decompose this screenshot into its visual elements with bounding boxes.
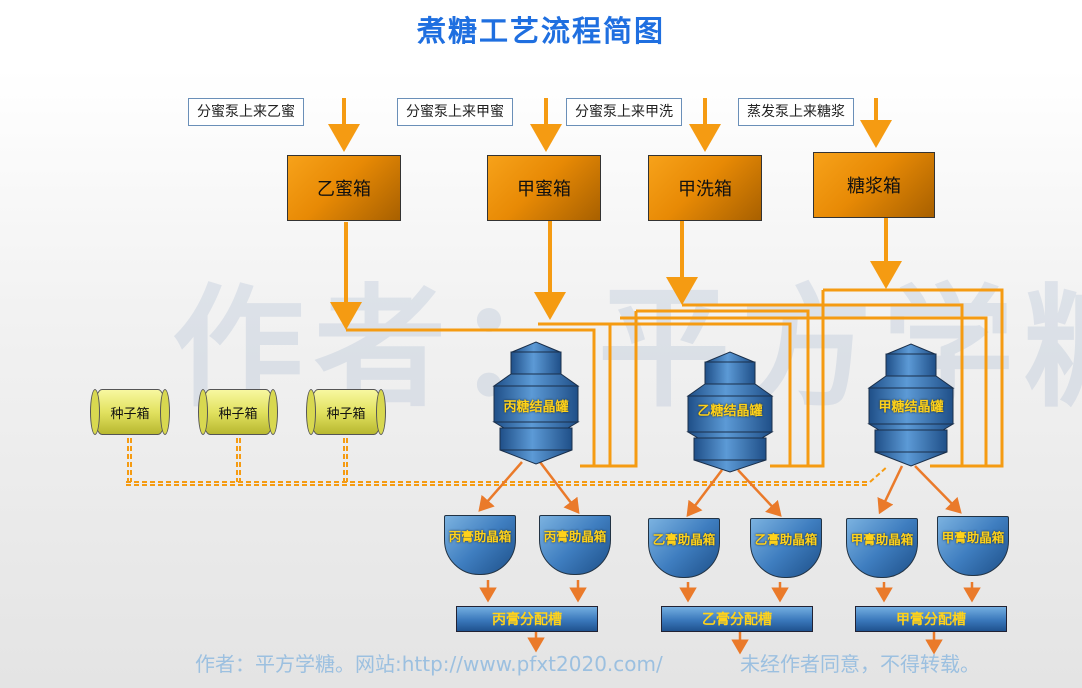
aux-crystallizer-a1-label: 甲膏助晶箱 bbox=[850, 532, 914, 547]
aux-crystallizer-c1-label: 丙膏助晶箱 bbox=[448, 529, 512, 544]
seed-tank-3: 种子箱 bbox=[306, 389, 386, 435]
seed-tank-1: 种子箱 bbox=[90, 389, 170, 435]
trough-b: 乙膏分配槽 bbox=[661, 606, 813, 632]
page-title: 煮糖工艺流程简图 bbox=[416, 14, 665, 48]
source-syrup-label: 蒸发泵上来糖浆 bbox=[738, 98, 854, 126]
aux-crystallizer-b2: 乙膏助晶箱 bbox=[750, 518, 822, 578]
crystallizer-b-label: 乙糖结晶罐 bbox=[697, 404, 763, 419]
aux-crystallizer-c1: 丙膏助晶箱 bbox=[444, 515, 516, 575]
source-b-molasses-label: 分蜜泵上来乙蜜 bbox=[188, 98, 304, 126]
tank-a-molasses: 甲蜜箱 bbox=[487, 155, 601, 221]
aux-crystallizer-a2: 甲膏助晶箱 bbox=[937, 516, 1009, 576]
aux-crystallizer-a1: 甲膏助晶箱 bbox=[846, 518, 918, 578]
seed-tank-2: 种子箱 bbox=[198, 389, 278, 435]
aux-crystallizer-b1-label: 乙膏助晶箱 bbox=[652, 532, 716, 547]
crystallizer-b-vessel bbox=[686, 351, 774, 473]
seed-tank-3-label: 种子箱 bbox=[326, 406, 366, 422]
crystallizer-a-vessel bbox=[867, 343, 955, 467]
aux-crystallizer-b1: 乙膏助晶箱 bbox=[648, 518, 720, 578]
aux-crystallizer-b2-label: 乙膏助晶箱 bbox=[754, 532, 818, 547]
footer-copyright: 未经作者同意，不得转载。 bbox=[740, 652, 980, 676]
crystallizer-c-label: 丙糖结晶罐 bbox=[503, 400, 569, 415]
aux-crystallizer-a2-label: 甲膏助晶箱 bbox=[941, 530, 1005, 545]
aux-crystallizer-c2-label: 丙膏助晶箱 bbox=[543, 529, 607, 544]
footer-author: 作者：平方学糖。网站:http://www.pfxt2020.com/ bbox=[195, 652, 663, 676]
crystallizer-c-vessel bbox=[492, 341, 580, 465]
source-a-wash-label: 分蜜泵上来甲洗 bbox=[566, 98, 682, 126]
tank-b-molasses: 乙蜜箱 bbox=[287, 155, 401, 221]
tank-a-wash: 甲洗箱 bbox=[648, 155, 762, 221]
seed-tank-2-label: 种子箱 bbox=[218, 406, 258, 422]
seed-tank-1-label: 种子箱 bbox=[110, 406, 150, 422]
source-a-molasses-label: 分蜜泵上来甲蜜 bbox=[397, 98, 513, 126]
trough-c: 丙膏分配槽 bbox=[456, 606, 598, 632]
crystallizer-a-label: 甲糖结晶罐 bbox=[878, 400, 944, 415]
trough-a: 甲膏分配槽 bbox=[855, 606, 1007, 632]
aux-crystallizer-c2: 丙膏助晶箱 bbox=[539, 515, 611, 575]
tank-syrup: 糖浆箱 bbox=[813, 152, 935, 218]
